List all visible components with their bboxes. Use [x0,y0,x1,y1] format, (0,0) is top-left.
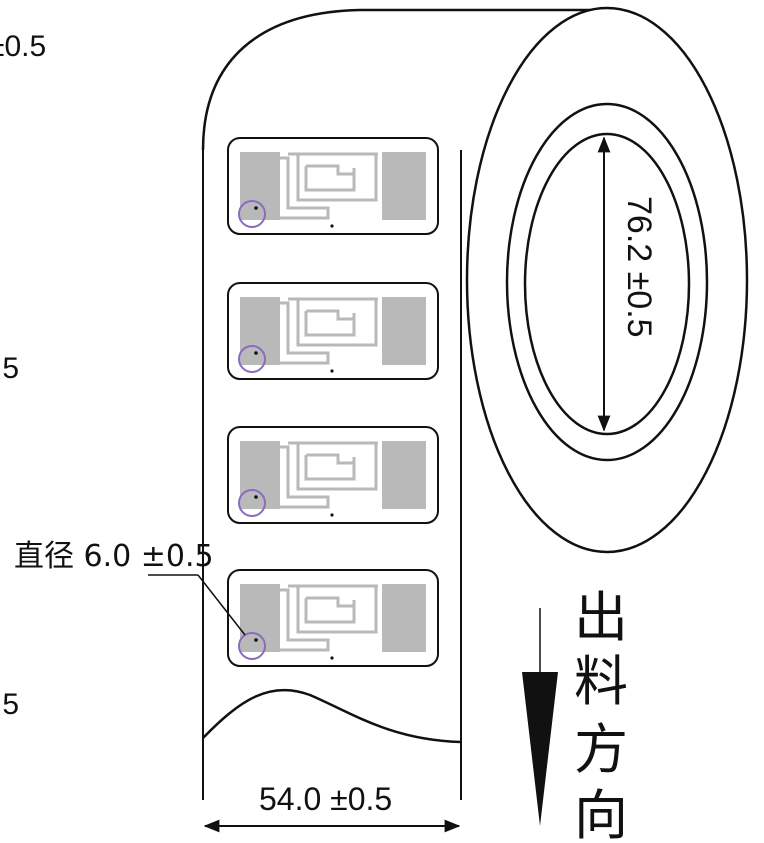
feed-direction-arrow [522,672,558,826]
hole-diameter-callout: 直径 6.0 ±0.5 [14,539,246,636]
rfid-tag [226,425,440,525]
left-dim-top: ±0.5 [0,30,46,63]
roll-outline [201,8,600,800]
tag-list [226,136,440,668]
rfid-tag [226,281,440,381]
web-width-dimension: 54.0 ±0.5 [203,781,461,833]
feed-direction: 出 料 方 向 [522,586,628,843]
roll-end-face [465,6,749,554]
left-dim-bottom: .5 [0,688,19,721]
direction-char-1: 出 [574,586,628,649]
direction-char-2: 料 [574,650,628,713]
direction-char-4: 向 [574,784,628,843]
core-diameter-label: 76.2 ±0.5 [620,196,658,338]
core-diameter-dimension: 76.2 ±0.5 [597,136,658,432]
direction-char-3: 方 [574,718,628,781]
left-dim-middle: .5 [0,352,19,385]
left-dimension-fragments: ±0.5 .5 .5 [0,30,46,721]
rfid-tag [226,568,440,668]
rfid-tag [226,136,440,236]
web-width-label: 54.0 ±0.5 [259,781,392,817]
hole-diameter-label: 直径 6.0 ±0.5 [14,539,214,574]
